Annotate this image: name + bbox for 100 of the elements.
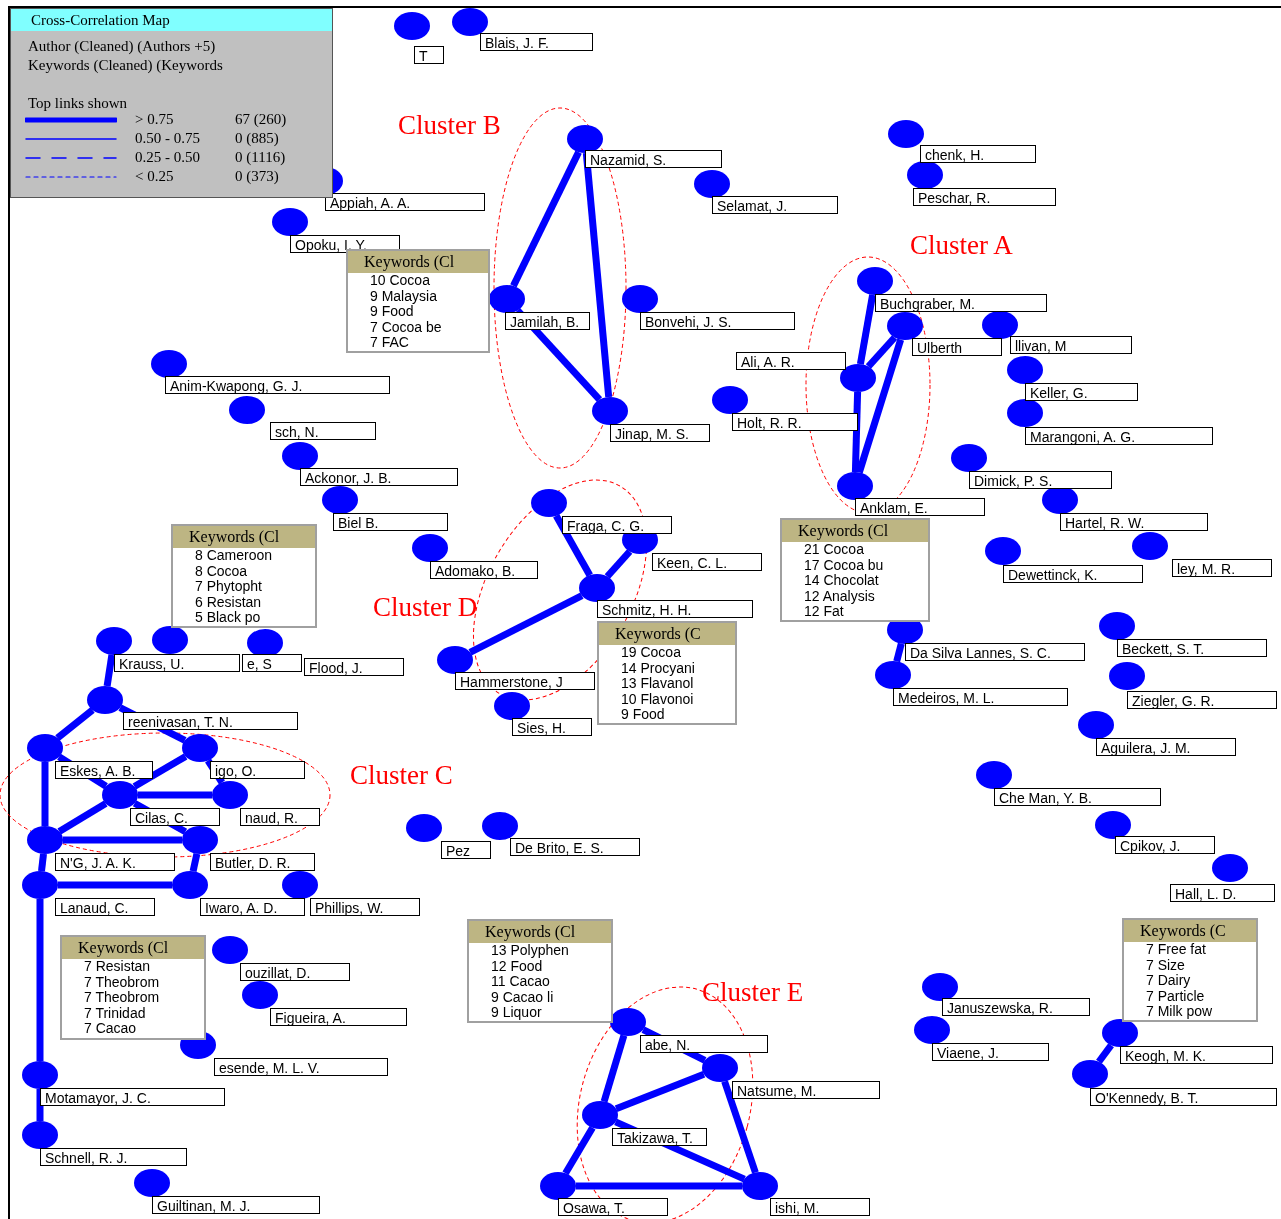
cluster-name: Cluster C [350, 760, 453, 791]
author-label: Buchgraber, M. [875, 294, 1047, 312]
author-label: ouzillat, D. [240, 963, 350, 981]
keyword-item: 7 Trinidad [83, 1005, 147, 1021]
author-label: ley, M. R. [1172, 559, 1272, 577]
legend-heading: Top links shown [28, 95, 127, 112]
author-label: T [414, 46, 444, 64]
legend-range: 0.50 - 0.75 [135, 130, 200, 147]
keyword-item: 8 Cocoa [194, 563, 249, 579]
author-label: Phillips, W. [310, 898, 420, 916]
keyword-item: 8 Cameroon [194, 548, 274, 564]
keyword-item: 12 Fat [803, 604, 844, 620]
author-label: Osawa, T. [558, 1198, 668, 1216]
author-label: Anim-Kwapong, G. J. [165, 376, 390, 394]
keyword-heading: Keywords (Cl [348, 251, 488, 273]
keyword-item: 7 Cacao [83, 1021, 138, 1037]
author-label: Motamayor, J. C. [40, 1088, 225, 1106]
keyword-item: 13 Flavanol [620, 676, 695, 692]
author-label: Nazamid, S. [585, 150, 722, 168]
link-line [582, 152, 613, 398]
keyword-item: 13 Polyphen [490, 943, 570, 959]
author-label: Takizawa, T. [612, 1128, 707, 1146]
author-label: Keogh, M. K. [1120, 1046, 1273, 1064]
author-label: Krauss, U. [114, 654, 240, 672]
author-label: ishi, M. [770, 1198, 870, 1216]
keyword-item: 12 Analysis [803, 588, 876, 604]
keyword-item: 5 Black po [194, 610, 262, 626]
link-line [132, 753, 188, 790]
link-line [57, 800, 108, 835]
keyword-panel [346, 249, 490, 353]
author-label: Januszewska, R. [942, 998, 1090, 1016]
keyword-panel [1122, 918, 1258, 1022]
link-line [510, 150, 582, 288]
author-label: abe, N. [640, 1035, 768, 1053]
keyword-heading: Keywords (Cl [782, 520, 928, 542]
keyword-item: 21 Cocoa [803, 542, 865, 558]
keyword-item: 7 Theobrom [83, 990, 161, 1006]
author-label: Figueira, A. [270, 1008, 407, 1026]
link-count: 67 (260) [235, 111, 287, 128]
keyword-item: 14 Procyani [620, 660, 696, 676]
keyword-item: 9 Food [369, 304, 414, 320]
author-label: Hall, L. D. [1170, 884, 1275, 902]
link-line [576, 1182, 742, 1190]
link-line [41, 762, 49, 826]
author-label: Guiltinan, M. J. [152, 1196, 320, 1214]
author-label: sch, N. [270, 422, 376, 440]
author-label: Schmitz, H. H. [597, 600, 753, 618]
author-label: Blais, J. F. [480, 33, 593, 51]
keyword-panel [780, 518, 930, 622]
author-label: Jinap, M. S. [610, 424, 710, 442]
link-line [138, 791, 212, 799]
keyword-item: 7 Free fat [1145, 942, 1207, 958]
link-count: 0 (885) [235, 130, 279, 147]
link-line [189, 853, 201, 872]
author-label: Marangoni, A. G. [1025, 427, 1213, 445]
keyword-item: 12 Food [490, 958, 543, 974]
link-line [856, 294, 877, 365]
keyword-item: 10 Flavonoi [620, 691, 695, 707]
cluster-name: Cluster D [373, 592, 478, 623]
link-line [614, 1071, 706, 1112]
legend-heading: Keywords (Cleaned) (Keywords [28, 57, 223, 74]
author-label: Holt, R. R. [732, 413, 858, 431]
legend-range: 0.25 - 0.50 [135, 149, 200, 166]
cluster-name: Cluster A [910, 230, 1013, 261]
link-line [103, 654, 116, 687]
author-label: Dimick, P. S. [969, 471, 1112, 489]
legend-range: > 0.75 [135, 111, 174, 128]
link-line [1096, 1043, 1114, 1064]
link-line [38, 853, 47, 872]
keyword-item: 7 Dairy [1145, 973, 1192, 989]
author-label: Keen, C. L. [652, 553, 762, 571]
keyword-item: 7 Theobrom [83, 974, 161, 990]
link-line [205, 758, 225, 785]
author-label: Fraga, C. G. [562, 516, 672, 534]
author-label: Beckett, S. T. [1117, 639, 1267, 657]
author-label: Da Silva Lannes, S. C. [905, 643, 1085, 661]
keyword-heading: Keywords (Cl [469, 921, 611, 943]
link-line [893, 642, 905, 663]
author-label: Selamat, J. [712, 196, 838, 214]
author-label: Che Man, Y. B. [994, 788, 1161, 806]
author-label: Ulberth [912, 338, 1002, 356]
link-line [721, 1080, 759, 1174]
keyword-item: 14 Chocolat [803, 573, 880, 589]
author-label: Anklam, E. [855, 498, 985, 516]
author-label: Natsume, M. [732, 1081, 880, 1099]
author-label: Flood, J. [304, 658, 404, 676]
keyword-item: 10 Cocoa [369, 273, 431, 289]
legend-heading: Author (Cleaned) (Authors +5) [28, 38, 216, 55]
author-label: igo, O. [210, 761, 305, 779]
keyword-heading: Keywords (C [1124, 920, 1256, 942]
keyword-item: 7 Size [1145, 957, 1186, 973]
keyword-heading: Keywords (Cl [173, 526, 315, 548]
link-line [36, 1089, 44, 1121]
legend-range: < 0.25 [135, 168, 174, 185]
link-line [468, 592, 584, 656]
author-label: e, S [242, 654, 302, 672]
keyword-item: 7 Resistan [83, 959, 152, 975]
keyword-item: 7 Phytopht [194, 579, 263, 595]
author-label: llivan, M [1010, 336, 1132, 354]
cluster-name: Cluster E [702, 977, 804, 1008]
